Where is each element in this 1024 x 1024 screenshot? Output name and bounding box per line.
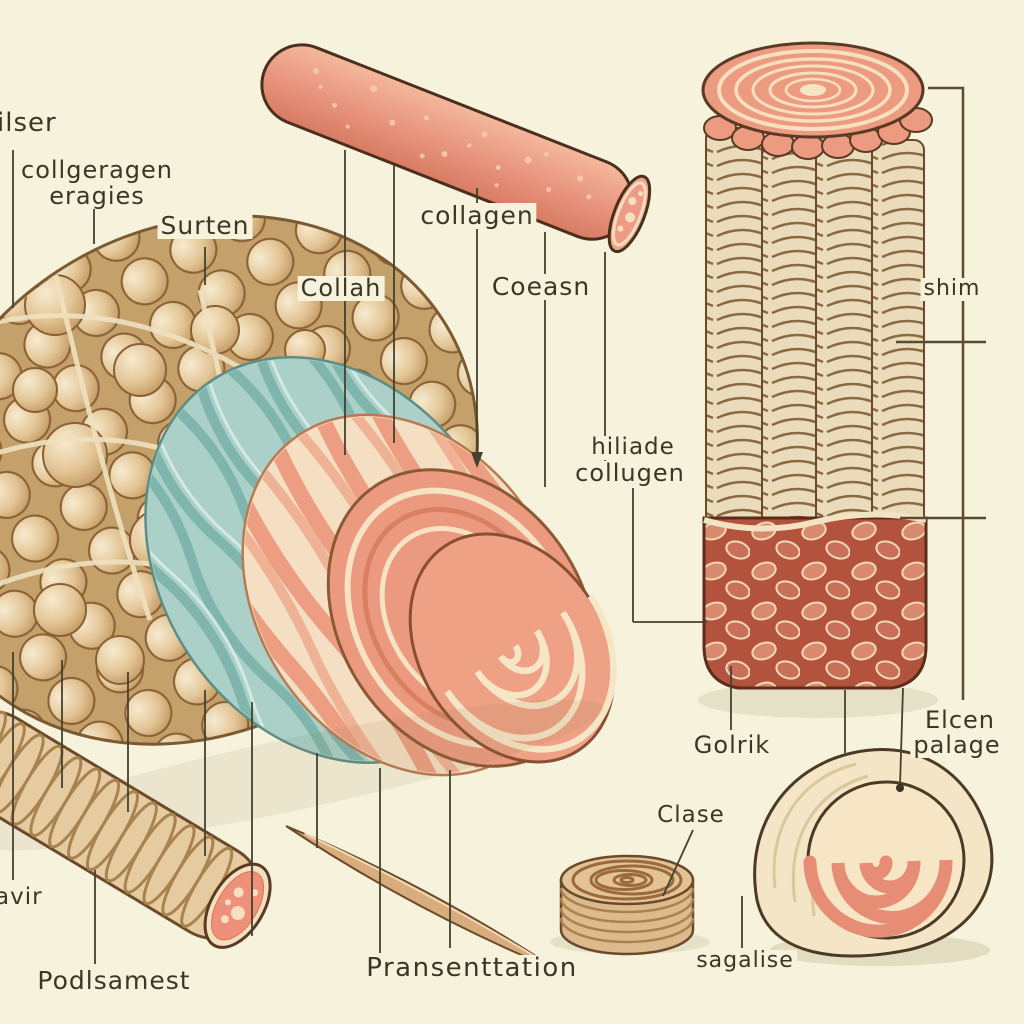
leader-lines: [12, 150, 904, 964]
label-golrik: Golrik: [690, 733, 774, 758]
coil-disc: [550, 854, 710, 956]
label-avir: avir: [0, 885, 46, 910]
fibril-column: [698, 41, 938, 718]
label-podlsamest: Podlsamest: [34, 968, 194, 994]
label-clase: Clase: [654, 803, 728, 828]
spiral-core: [408, 532, 617, 764]
arrowhead: [471, 452, 483, 468]
label-collah: Collah: [297, 276, 385, 301]
label-palage: palage: [910, 733, 1004, 758]
collagen-rod: [260, 43, 652, 254]
label-collagen: collagen: [417, 203, 537, 229]
rope-fibril: [0, 709, 272, 949]
label-eragies: eragies: [46, 184, 148, 209]
label-ilser: ilser: [0, 109, 60, 138]
column-cap: [701, 41, 933, 160]
arrow-dot: [896, 784, 904, 792]
rolled-sheet: [753, 748, 994, 966]
label-collugen: collugen: [572, 461, 688, 486]
column-mesh: [702, 511, 928, 690]
measure-bracket: [896, 86, 986, 700]
label-coeasn: Coeasn: [488, 274, 594, 300]
label-elcen: Elcen: [921, 708, 999, 733]
label-surten: Surten: [157, 213, 253, 239]
label-hiliade: hiliade: [588, 435, 678, 460]
label-collgeragen: collgeragen: [18, 158, 176, 183]
label-shim: shim: [920, 277, 984, 301]
label-sagalise: sagalise: [693, 949, 797, 973]
label-pransenttation: Pransenttation: [363, 954, 581, 983]
